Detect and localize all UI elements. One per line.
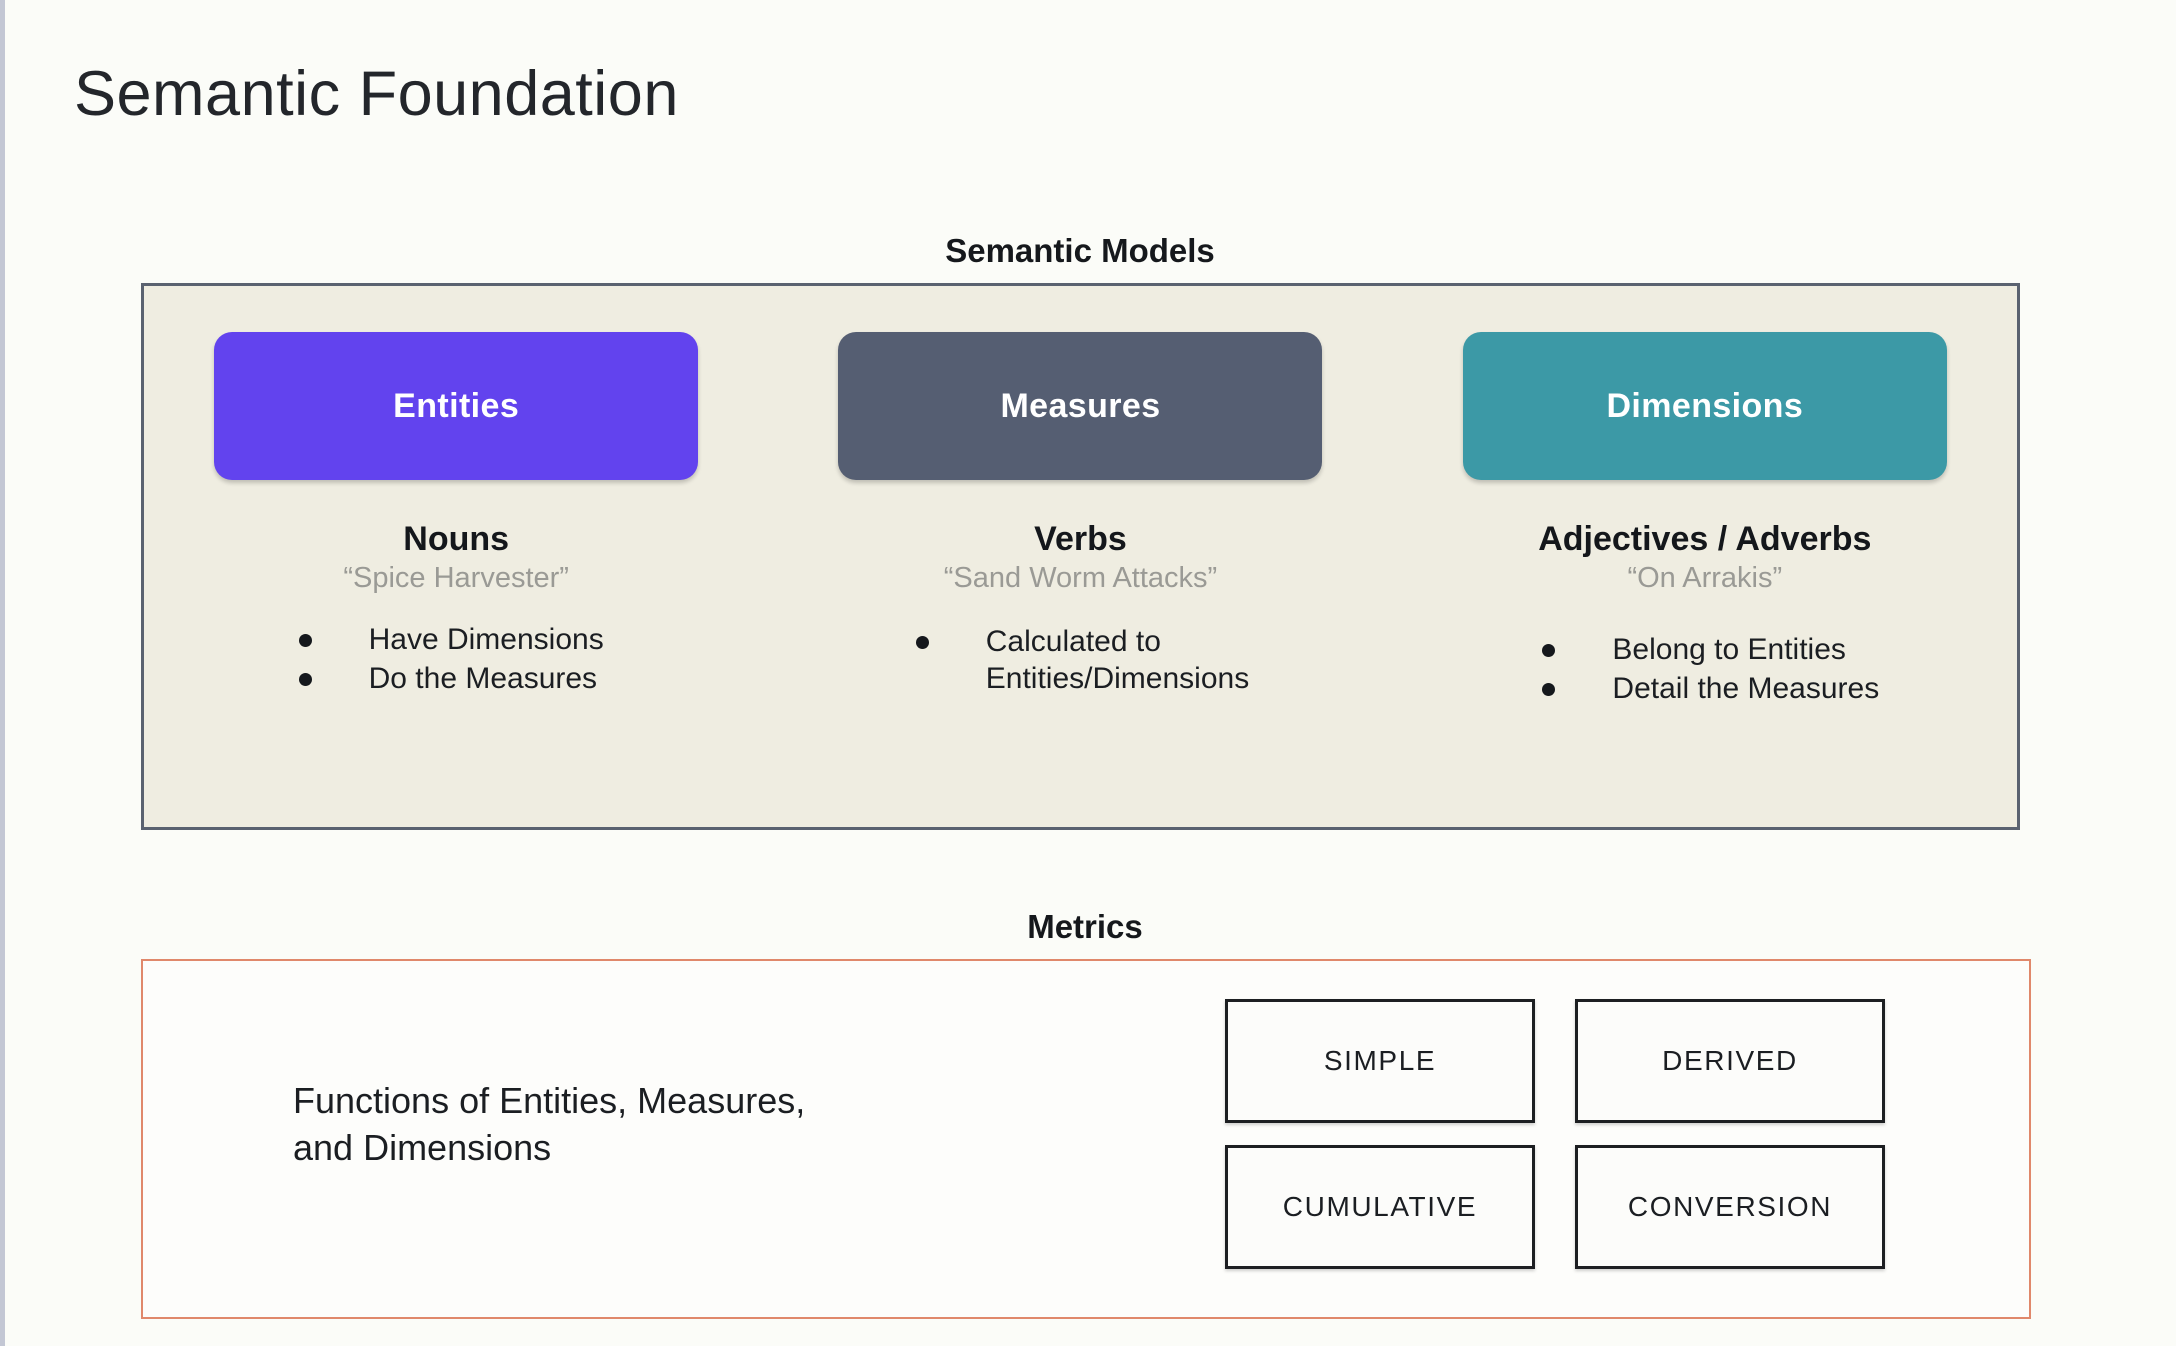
dimensions-example: “On Arrakis” (1627, 561, 1783, 594)
measures-part-of-speech: Verbs (1034, 520, 1127, 558)
semantic-models-panel: Entities Nouns “Spice Harvester” Have Di… (141, 283, 2020, 830)
list-item-label: Detail the Measures (1612, 671, 1880, 705)
list-item: Have Dimensions (298, 621, 604, 658)
list-item: Do the Measures (298, 660, 604, 697)
bullet-dot-icon (298, 633, 312, 647)
bullet-dot-icon (298, 672, 312, 686)
list-item-label: Belong to Entities (1612, 632, 1846, 666)
metrics-heading: Metrics (1027, 908, 1143, 945)
measures-example: “Sand Worm Attacks” (943, 561, 1218, 594)
page-title: Semantic Foundation (74, 59, 679, 129)
semantic-column-dimensions: Dimensions Adjectives / Adverbs “On Arra… (1393, 286, 2017, 827)
measures-pill[interactable]: Measures (838, 332, 1323, 480)
semantic-models-columns: Entities Nouns “Spice Harvester” Have Di… (144, 286, 2017, 827)
dimensions-part-of-speech: Adjectives / Adverbs (1538, 520, 1872, 558)
bullet-dot-icon (1542, 643, 1556, 657)
metric-type-cumulative[interactable]: CUMULATIVE (1225, 1145, 1535, 1269)
bullet-dot-icon (1542, 682, 1556, 696)
dimensions-bullet-list: Belong to Entities Detail the Measures (1542, 631, 1879, 709)
list-item: Calculated to Entities/Dimensions (915, 623, 1250, 697)
dimensions-pill[interactable]: Dimensions (1462, 332, 1947, 480)
metrics-description: Functions of Entities, Measures, and Dim… (293, 1080, 806, 1168)
metrics-panel: Functions of Entities, Measures, and Dim… (141, 959, 2031, 1319)
semantic-models-heading: Semantic Models (945, 232, 1215, 269)
semantic-column-measures: Measures Verbs “Sand Worm Attacks” Calcu… (768, 286, 1392, 827)
metric-type-derived[interactable]: DERIVED (1575, 999, 1885, 1123)
entities-pill[interactable]: Entities (214, 332, 699, 480)
list-item: Belong to Entities (1542, 631, 1879, 668)
entities-part-of-speech: Nouns (403, 520, 510, 558)
metric-type-simple[interactable]: SIMPLE (1225, 999, 1535, 1123)
bullet-dot-icon (915, 635, 929, 649)
list-item: Detail the Measures (1542, 670, 1879, 707)
entities-bullet-list: Have Dimensions Do the Measures (298, 621, 604, 699)
list-item-label: Calculated to Entities/Dimensions (985, 624, 1250, 695)
list-item-label: Do the Measures (368, 661, 598, 695)
metric-type-grid: SIMPLE DERIVED CUMULATIVE CONVERSION (1225, 999, 1925, 1269)
measures-bullet-list: Calculated to Entities/Dimensions (915, 623, 1250, 699)
left-edge-strip (0, 0, 5, 1346)
metric-type-conversion[interactable]: CONVERSION (1575, 1145, 1885, 1269)
semantic-column-entities: Entities Nouns “Spice Harvester” Have Di… (144, 286, 768, 827)
list-item-label: Have Dimensions (368, 622, 604, 656)
entities-example: “Spice Harvester” (343, 561, 569, 594)
